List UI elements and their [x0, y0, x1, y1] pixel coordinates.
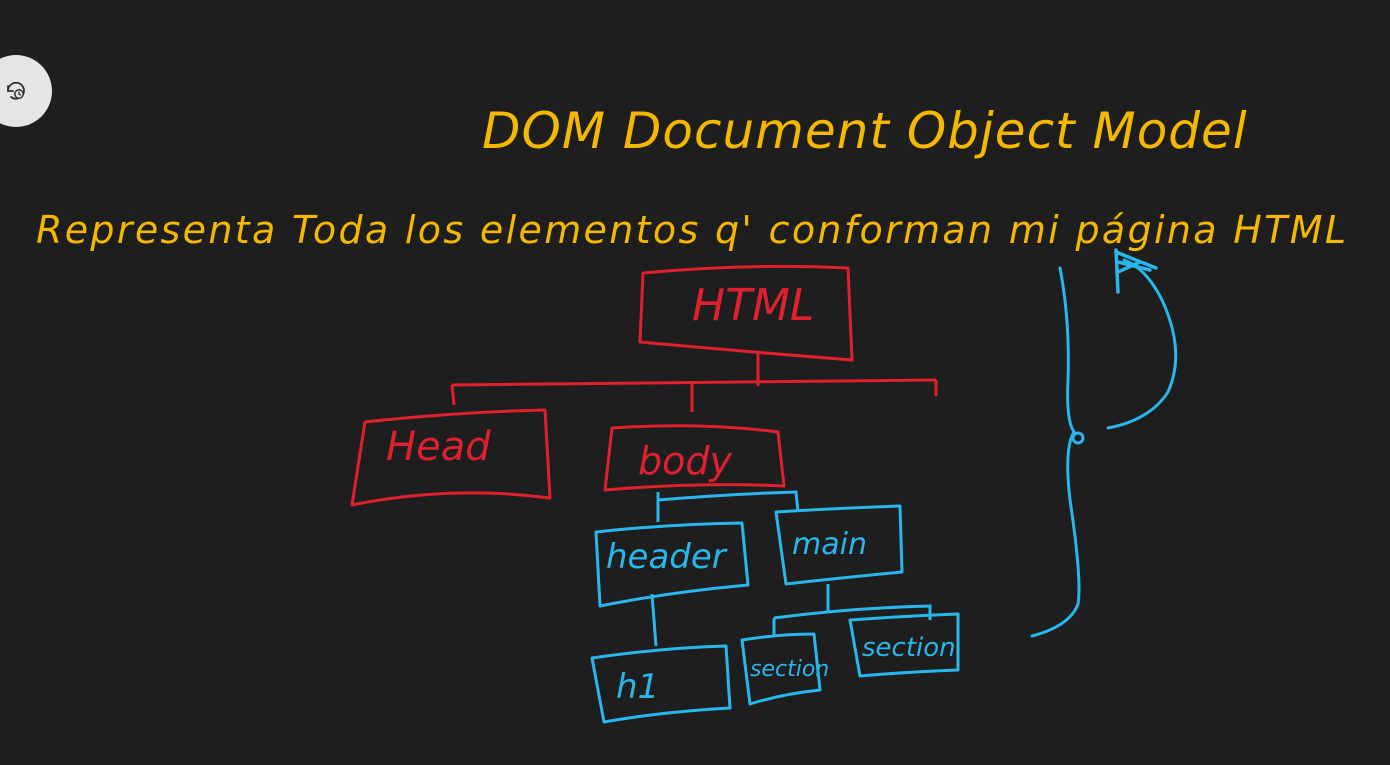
return-arrow	[1106, 258, 1178, 430]
section-a-node-label: section	[750, 657, 829, 682]
html-node-box	[638, 264, 854, 362]
arrow-head	[1114, 248, 1158, 294]
h1-node-label: h1	[616, 667, 659, 707]
brace-point	[1071, 431, 1085, 445]
subtitle-note: Representa Toda los elementos q' conform…	[36, 208, 1346, 252]
header-node-box	[594, 521, 750, 608]
head-node-label: Head	[386, 424, 491, 470]
section-b-node-label: section	[862, 633, 956, 663]
h1-node-box	[590, 644, 732, 724]
head-connector	[450, 384, 456, 406]
html-node-label: HTML	[692, 280, 814, 331]
title-note: DOM Document Object Model	[482, 102, 1248, 160]
main-node-box	[774, 504, 904, 586]
header-node-label: header	[606, 537, 728, 577]
restore-history-icon	[7, 81, 25, 100]
h1-connector	[650, 593, 658, 647]
tree-brace	[1030, 266, 1081, 638]
history-button[interactable]	[0, 55, 52, 127]
main-node-label: main	[792, 527, 867, 562]
head-node-box	[350, 408, 552, 507]
body-node-box	[603, 424, 786, 492]
root-connector-bar	[451, 378, 937, 387]
sections-connector-bar	[773, 604, 932, 620]
main-connector	[657, 490, 800, 513]
body-node-label: body	[638, 439, 732, 483]
section-a-node-box	[740, 632, 822, 706]
section-b-node-box	[848, 612, 960, 678]
